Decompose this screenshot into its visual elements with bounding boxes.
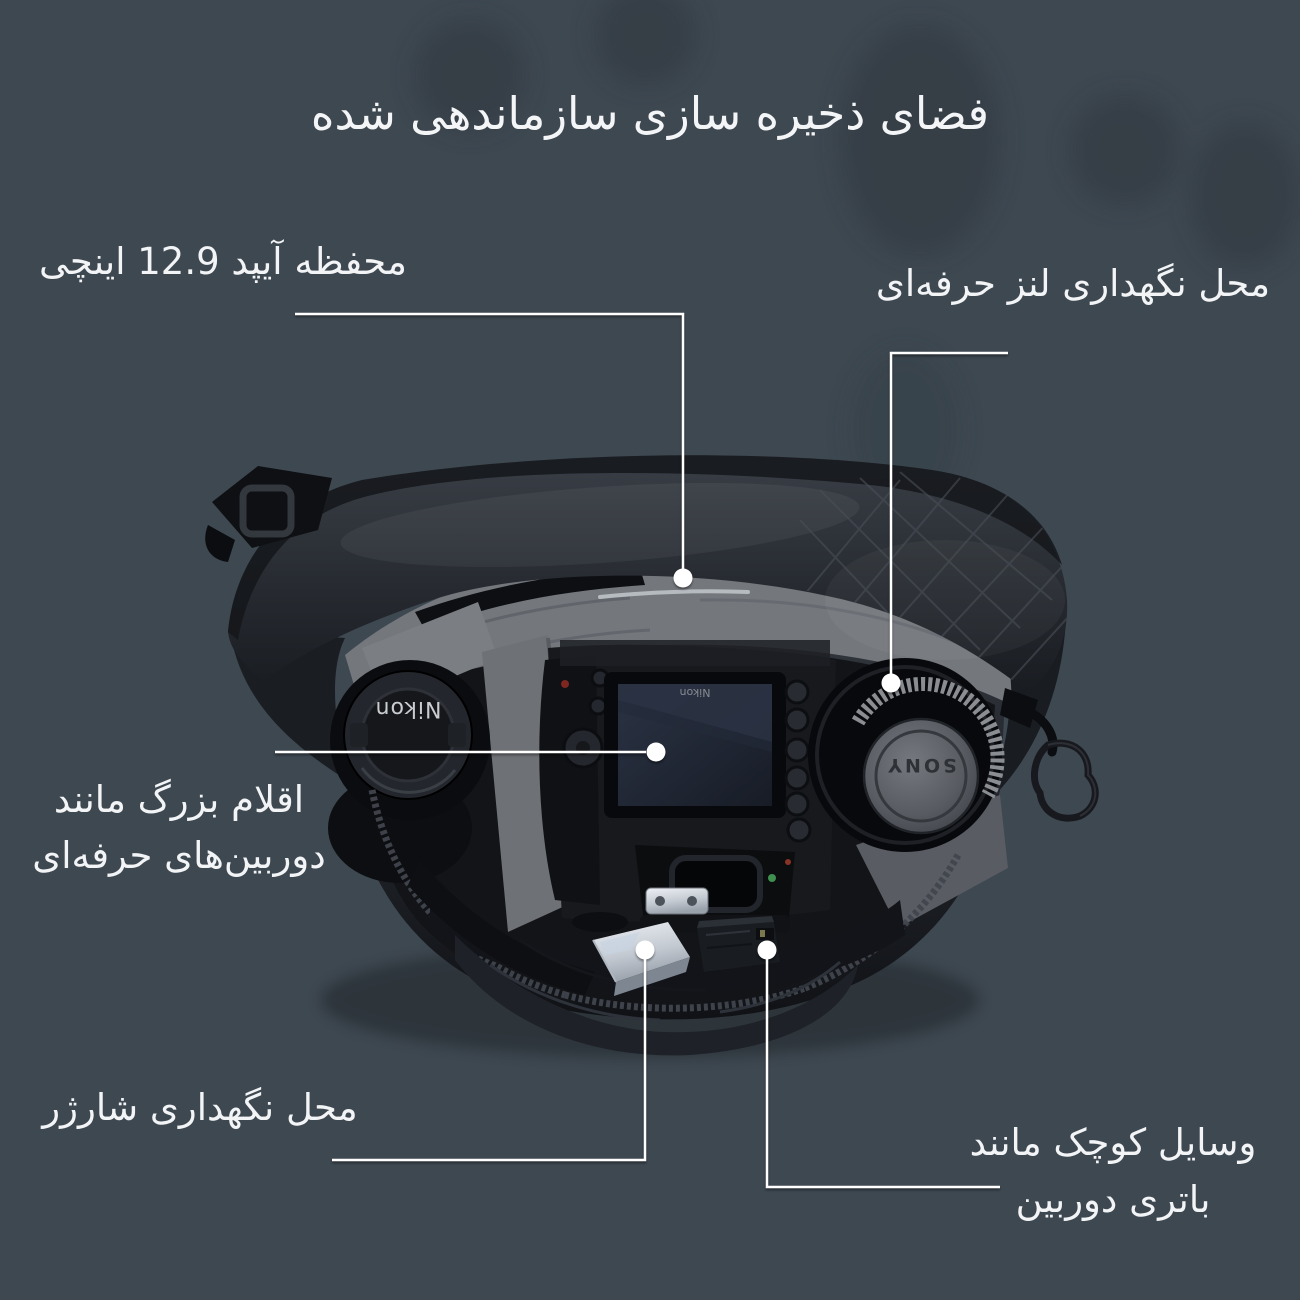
lens-storage-label: محل نگهداری لنز حرفه‌ای (875, 262, 1271, 305)
camera-marker-dot (646, 742, 666, 762)
front-pocket (408, 860, 905, 1056)
large-items-label-line1: اقلام بزرگ مانند (53, 778, 305, 821)
small-items-label: وسایل کوچک مانند باتری دوربین (928, 1114, 1298, 1228)
background-watermark (415, 0, 1300, 510)
large-items-label: اقلام بزرگ مانند دوربین‌های حرفه‌ای (18, 772, 340, 884)
ipad-compartment-label: محفظه آیپد 12.9 اینچی (39, 240, 407, 283)
page-title: فضای ذخیره سازی سازماندهی شده (310, 87, 990, 140)
charger-connector-line (332, 959, 647, 1162)
ipad-marker-dot (673, 568, 693, 588)
zipper-teeth (368, 789, 962, 1012)
lining-highlight (598, 589, 750, 599)
sony-lens-cap (863, 718, 979, 834)
charger-marker-dot (635, 940, 655, 960)
small-items-label-line1: وسایل کوچک مانند (969, 1121, 1257, 1164)
camera-battery (697, 916, 780, 972)
zipper-pull (1000, 688, 1099, 822)
camera-buttons (784, 679, 812, 843)
ipad-slot (415, 568, 645, 630)
small-items-connector-line (765, 959, 1000, 1189)
dslr-camera: Nikon (539, 640, 836, 933)
charger-storage-label: محل نگهداری شارژر (42, 1086, 358, 1129)
shoulder-strap (205, 466, 332, 562)
nikon-lens-cap-brand: Nikon (375, 696, 442, 721)
lens-marker-dot (881, 673, 901, 693)
sony-lens: SONY (808, 658, 1005, 852)
camera-grip (539, 655, 600, 905)
ipad-connector-line (295, 312, 685, 569)
carabiner (1030, 739, 1099, 822)
lens-connector-line (889, 351, 1008, 674)
small-items-label-line2: باتری دوربین (1015, 1178, 1211, 1221)
nikon-lens: Nikon (328, 660, 490, 883)
large-items-label-line2: دوربین‌های حرفه‌ای (32, 834, 326, 877)
strap-buckle (239, 484, 295, 538)
sling-camera-bag: Nikon Nikon (205, 455, 1099, 1058)
small-items-marker-dot (757, 940, 777, 960)
camera-screen-brand: Nikon (679, 686, 710, 699)
camera-strap (408, 860, 595, 995)
camera-metal-plate (645, 887, 709, 915)
annotation-connectors (275, 312, 1008, 1189)
bag-flap (228, 455, 1068, 692)
sony-lens-cap-brand: SONY (885, 754, 957, 776)
